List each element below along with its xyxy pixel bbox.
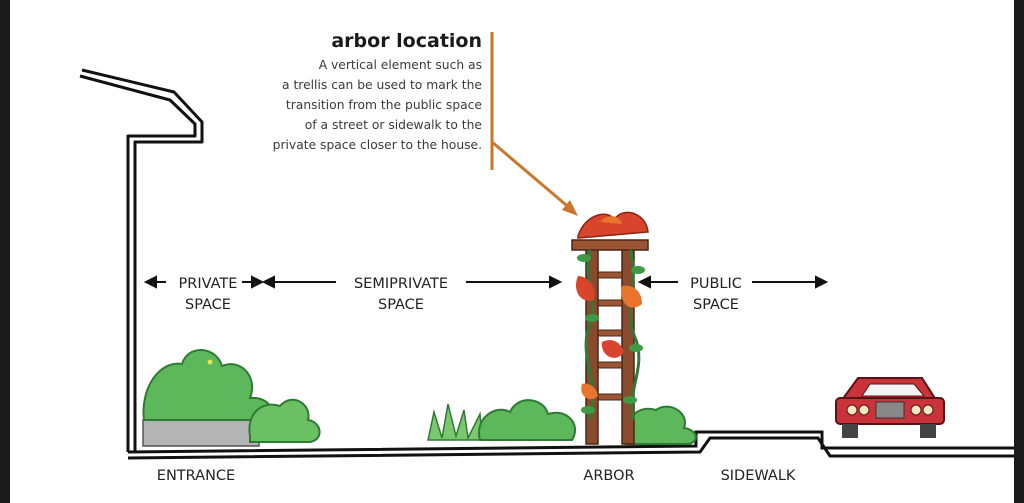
callout-leader	[490, 32, 578, 216]
zone-arrows	[143, 275, 829, 289]
zone-label-line: PUBLIC	[690, 276, 742, 292]
ground-line	[127, 430, 1014, 460]
ground-label-arbor: ARBOR	[583, 468, 635, 484]
callout-line: transition from the public space	[285, 98, 482, 112]
arbor-callout: arbor location A vertical element such a…	[162, 30, 482, 155]
arbor-vines	[575, 211, 649, 421]
ground-label-entrance: ENTRANCE	[156, 468, 236, 484]
middle-shrubs	[427, 399, 697, 445]
arbor-diagram	[79, 32, 1014, 460]
zone-label-line: SPACE	[378, 297, 424, 313]
zone-label-public: PUBLIC SPACE	[682, 274, 750, 316]
left-shrubs	[142, 349, 321, 443]
callout-line: A vertical element such as	[318, 58, 482, 72]
house-wall	[79, 68, 204, 452]
callout-line: of a street or sidewalk to the	[304, 118, 482, 132]
entrance-step	[142, 419, 260, 447]
ground-label-sidewalk: SIDEWALK	[720, 468, 796, 484]
zone-label-line: SEMIPRIVATE	[353, 276, 449, 292]
zone-label-private: PRIVATE SPACE	[170, 274, 246, 316]
callout-title: arbor location	[331, 30, 482, 52]
zone-label-line: SPACE	[185, 297, 231, 313]
callout-line: a trellis can be used to mark the	[282, 78, 482, 92]
diagram-canvas: arbor location A vertical element such a…	[10, 0, 1014, 503]
callout-line: private space closer to the house.	[272, 138, 482, 152]
zone-label-semiprivate: SEMIPRIVATE SPACE	[340, 274, 462, 316]
zone-label-line: PRIVATE	[178, 276, 238, 292]
zone-label-line: SPACE	[693, 297, 739, 313]
car	[835, 377, 945, 438]
